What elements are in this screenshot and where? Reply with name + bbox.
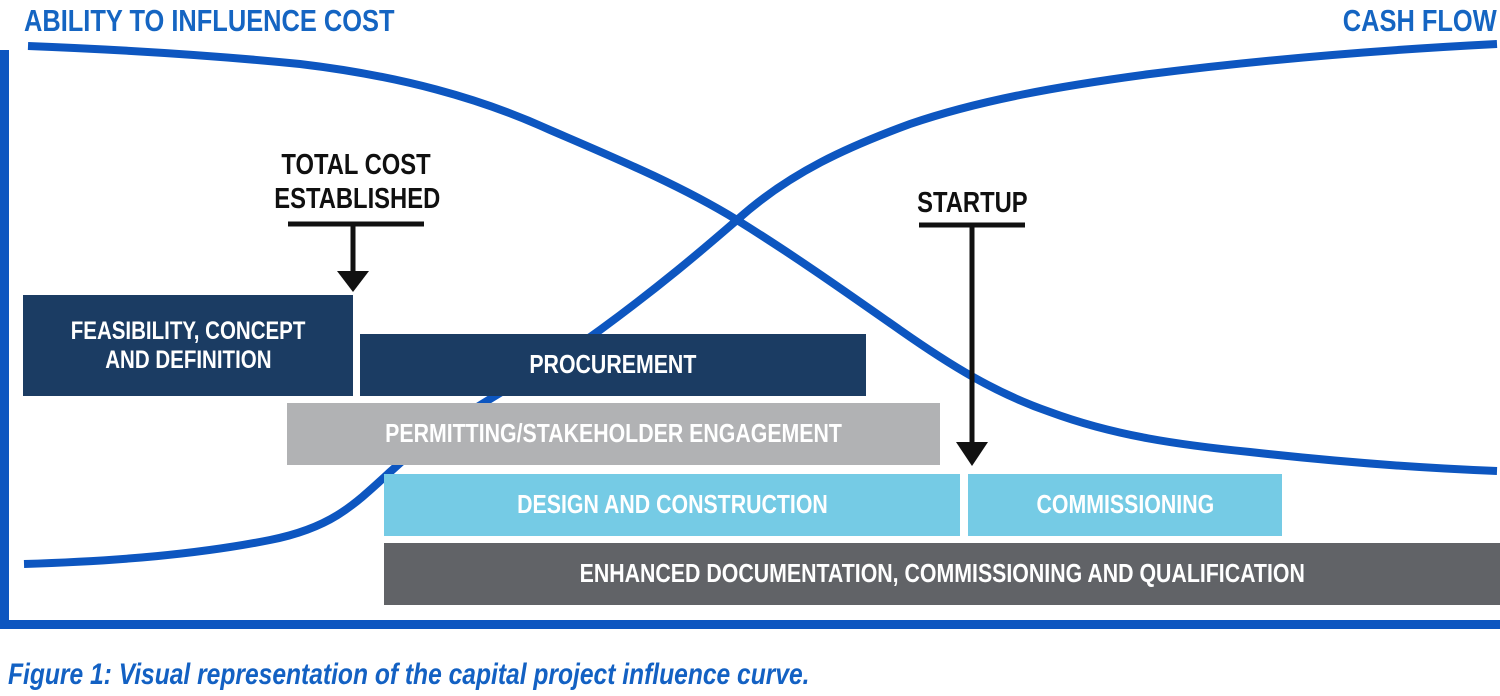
- phase-feasibility-label: FEASIBILITY, CONCEPT AND DEFINITION: [45, 317, 331, 375]
- phase-commissioning-label: COMMISSIONING: [1036, 489, 1214, 520]
- total-cost-arrow: [288, 221, 424, 292]
- phase-enhanced-documentation-label: ENHANCED DOCUMENTATION, COMMISSIONING AN…: [579, 558, 1305, 589]
- cash-flow-curve: [23, 40, 1498, 568]
- feasibility-line2: AND DEFINITION: [104, 345, 272, 374]
- cash-flow-label: CASH FLOW: [1309, 3, 1497, 39]
- phase-procurement-label: PROCUREMENT: [529, 349, 697, 380]
- phase-permitting-bar: PERMITTING/STAKEHOLDER ENGAGEMENT: [287, 403, 940, 465]
- figure-caption-text: Figure 1: Visual representation of the c…: [8, 658, 810, 691]
- ability-to-influence-cost-text: ABILITY TO INFLUENCE COST: [24, 3, 395, 38]
- phase-commissioning-bar: COMMISSIONING: [968, 474, 1282, 536]
- figure-caption: Figure 1: Visual representation of the c…: [8, 658, 985, 692]
- ability-to-influence-cost-label: ABILITY TO INFLUENCE COST: [24, 3, 476, 39]
- phase-procurement-bar: PROCUREMENT: [360, 334, 866, 396]
- startup-text: STARTUP: [916, 187, 1028, 219]
- total-cost-line2: ESTABLISHED: [274, 183, 441, 216]
- x-axis: [0, 620, 1500, 629]
- total-cost-line1: TOTAL COST: [281, 149, 431, 181]
- phase-feasibility-bar: FEASIBILITY, CONCEPT AND DEFINITION: [23, 295, 353, 396]
- feasibility-line1: FEASIBILITY, CONCEPT: [70, 316, 306, 345]
- ability-to-influence-cost-curve: [27, 42, 1498, 475]
- phase-permitting-label: PERMITTING/STAKEHOLDER ENGAGEMENT: [385, 418, 842, 449]
- y-axis: [0, 50, 9, 628]
- phase-enhanced-documentation-bar: ENHANCED DOCUMENTATION, COMMISSIONING AN…: [384, 543, 1500, 605]
- cash-flow-text: CASH FLOW: [1343, 3, 1497, 38]
- total-cost-established-label: TOTAL COST ESTABLISHED: [256, 148, 456, 216]
- startup-arrow: [919, 222, 1025, 466]
- startup-label: STARTUP: [902, 186, 1042, 220]
- phase-design-construction-bar: DESIGN AND CONSTRUCTION: [384, 474, 960, 536]
- phase-design-construction-label: DESIGN AND CONSTRUCTION: [516, 489, 828, 520]
